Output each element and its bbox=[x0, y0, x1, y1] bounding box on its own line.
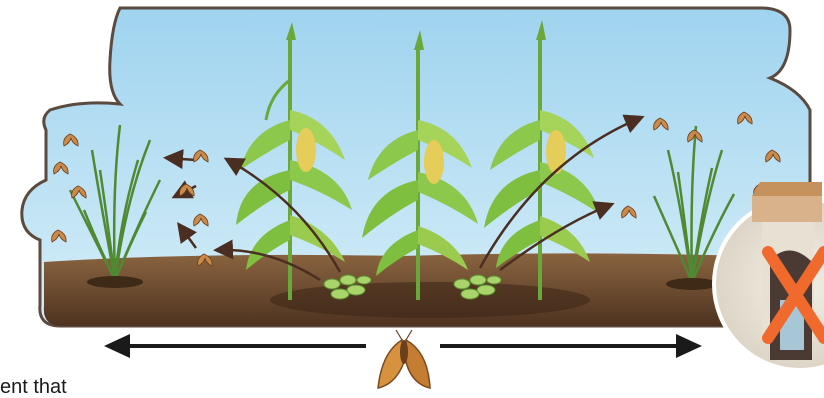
caption-text: ent that bbox=[0, 376, 67, 398]
grass-right-base bbox=[666, 278, 718, 290]
moth-icon bbox=[378, 330, 430, 388]
grass-left-base bbox=[87, 276, 143, 288]
